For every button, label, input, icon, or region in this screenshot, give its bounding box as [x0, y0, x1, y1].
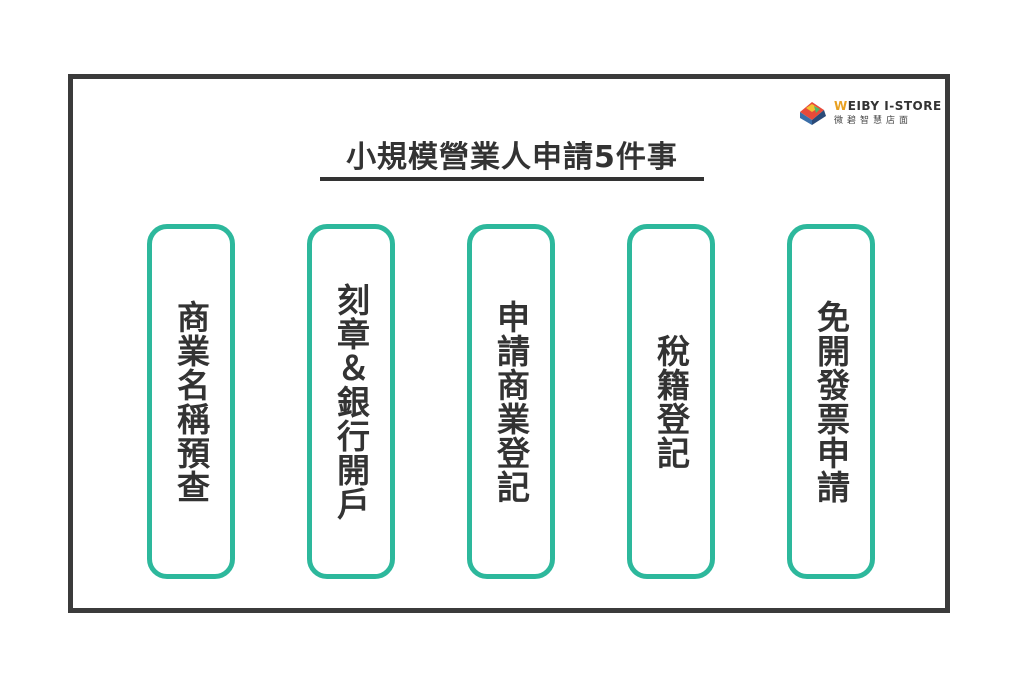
logo-subtitle: 微碧智慧店面 — [834, 116, 913, 126]
page-title: 小規模營業人申請5件事 — [346, 140, 678, 175]
house-logo-icon — [800, 101, 826, 125]
infographic-frame — [68, 74, 950, 613]
step-card-3: 申請商業登記 — [467, 224, 555, 579]
logo-brand-text: WEIBY I-STORE — [834, 99, 942, 113]
step-label: 免開發票申請 — [811, 299, 851, 504]
step-label: 刻章＆銀行開戶 — [331, 282, 371, 521]
brand-logo: WEIBY I-STORE 微碧智慧店面 — [798, 99, 942, 126]
step-card-4: 稅籍登記 — [627, 224, 715, 579]
step-card-1: 商業名稱預查 — [147, 224, 235, 579]
step-card-2: 刻章＆銀行開戶 — [307, 224, 395, 579]
title-underline — [320, 177, 704, 181]
step-label: 申請商業登記 — [491, 299, 531, 504]
step-label: 商業名稱預查 — [171, 299, 211, 504]
step-label: 稅籍登記 — [651, 333, 691, 470]
step-card-5: 免開發票申請 — [787, 224, 875, 579]
